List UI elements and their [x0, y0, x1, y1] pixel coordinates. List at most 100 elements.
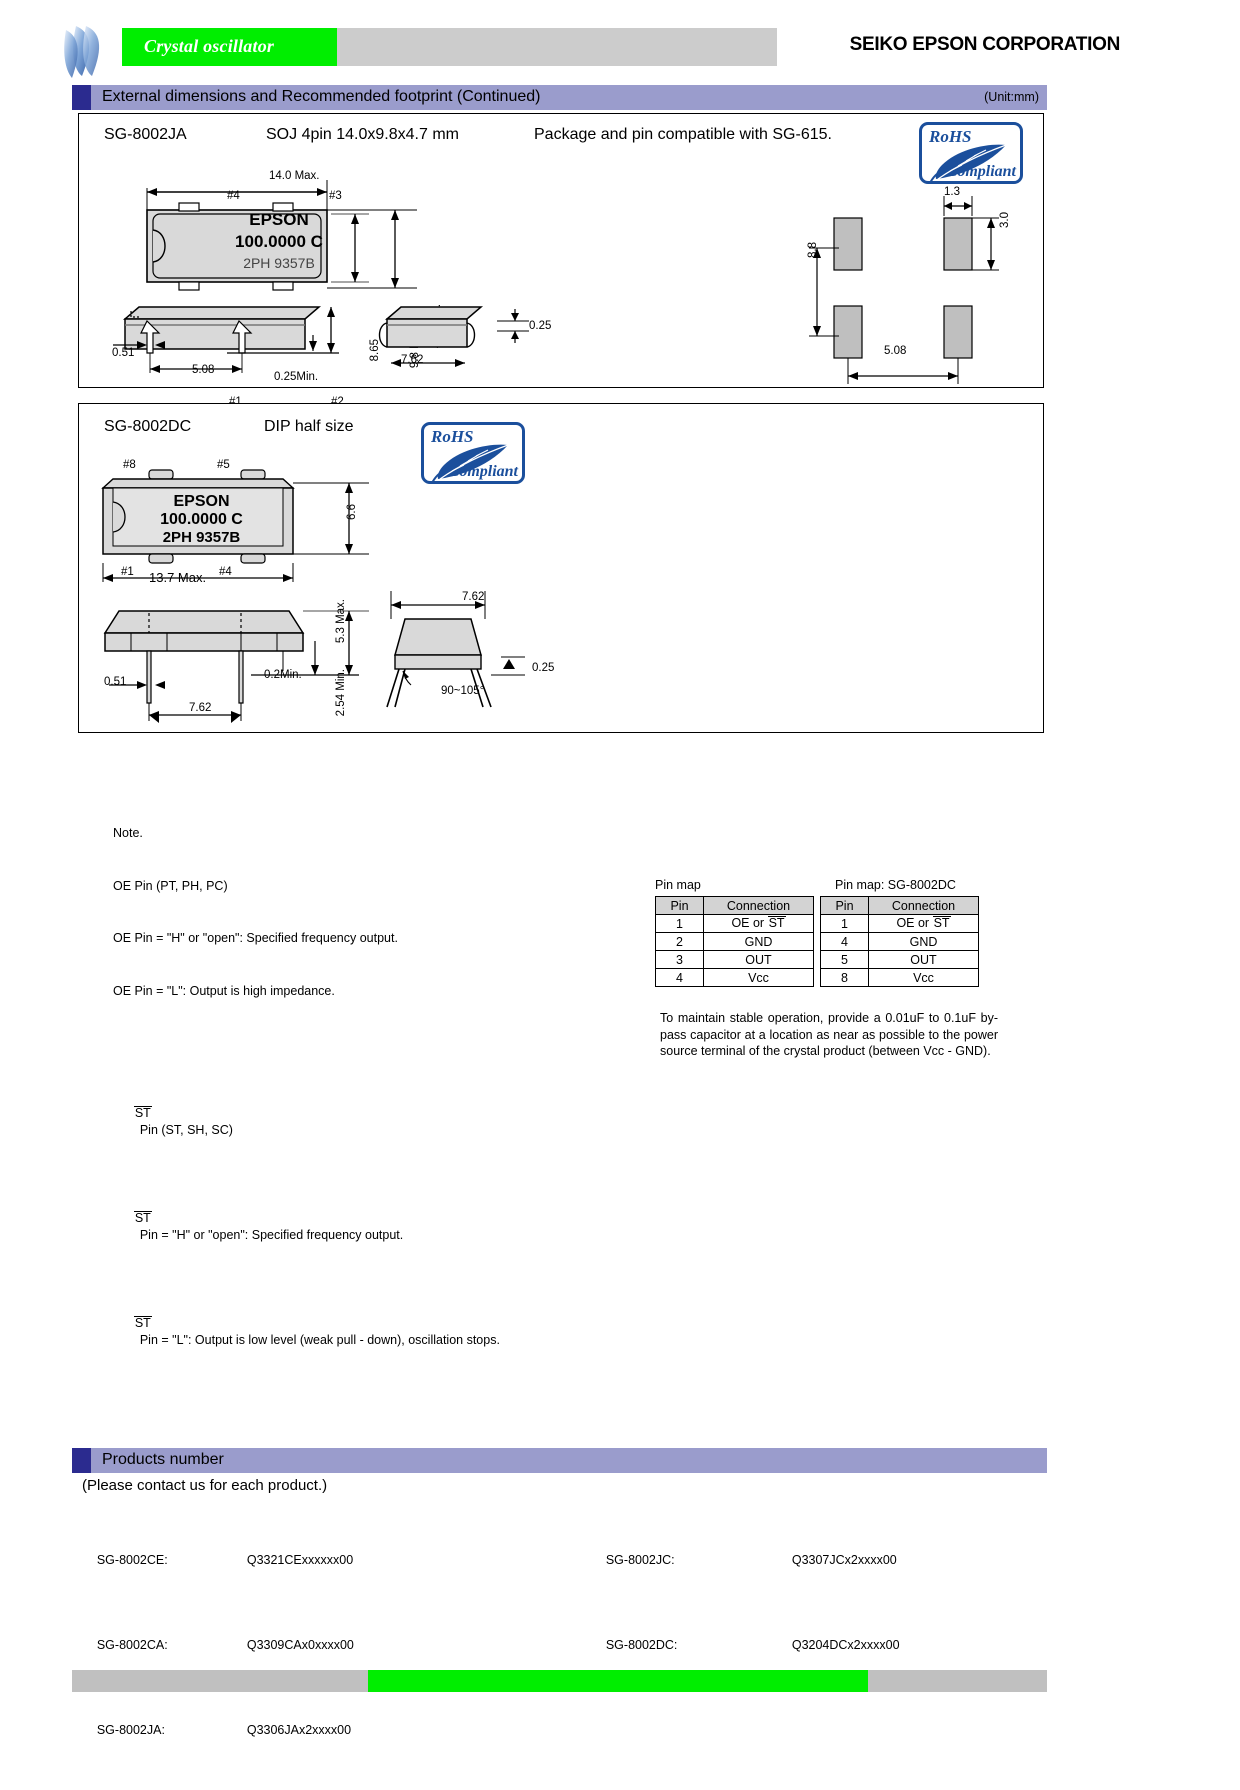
note-line-0: OE Pin (PT, PH, PC) — [113, 878, 228, 893]
list-item: SG-8002JC: Q3307JCx2xxxx00 — [585, 1535, 900, 1586]
fig1-part-number: SG-8002JA — [104, 126, 187, 143]
section-bar-products: Products number — [72, 1448, 1047, 1473]
pinmap2-r2-pin: 5 — [820, 950, 869, 969]
fig2-code: 2PH 9357B — [162, 529, 241, 546]
fig2-frequency: 100.0000 C — [160, 511, 243, 528]
product-code-2: Q3306JAx2xxxx00 — [246, 1723, 352, 1737]
fig2-package-desc: DIP half size — [264, 418, 354, 435]
table-row: 3 OUT — [655, 950, 814, 969]
pinmap1-r1-conn: GND — [703, 932, 814, 951]
pinmap2-r0-conn-ovl: ST — [932, 916, 951, 931]
fig2-front-view — [103, 610, 369, 723]
fig1-dim-side-width: 7.62 — [401, 354, 424, 366]
section-bar-marker — [72, 85, 91, 110]
product-name-r0: SG-8002JC: — [605, 1553, 675, 1567]
st-note-row-1: ST Pin = "H" or "open": Specified freque… — [113, 1192, 500, 1262]
fig2-dim-height-max: 5.3 Max. — [335, 599, 347, 644]
product-name-2: SG-8002JA: — [96, 1723, 165, 1737]
fig1-fp-pad-width: 1.3 — [944, 186, 960, 198]
pinmap2-r2-conn: OUT — [868, 950, 979, 969]
fig2-part-number: SG-8002DC — [104, 418, 192, 435]
section-title: External dimensions and Recommended foot… — [102, 88, 541, 105]
footer-green-bar — [368, 1670, 868, 1692]
list-item: SG-8002CE: Q3321CExxxxxx00 — [76, 1535, 354, 1586]
table-row: 1 OE or ST — [655, 914, 814, 933]
note-line-1: OE Pin = "H" or "open": Specified freque… — [113, 931, 398, 945]
pinmap2-r1-pin: 4 — [820, 932, 869, 951]
st-overline-label-1: ST — [133, 1210, 152, 1225]
pinmap2-header-pin: Pin — [820, 896, 869, 915]
products-title: Products number — [102, 1451, 224, 1468]
rohs-leaf-icon-2 — [431, 444, 509, 481]
pinmap1-caption: Pin map — [655, 878, 701, 892]
rohs-leaf-icon — [929, 144, 1007, 181]
st-note-text-1: Pin = "H" or "open": Specified frequency… — [139, 1228, 404, 1242]
page-header: Crystal oscillator SEIKO EPSON CORPORATI… — [60, 26, 1121, 78]
table-row: 4 Vcc — [655, 968, 814, 987]
list-item: SG-8002CA: Q3309CAx0xxxx00 — [76, 1620, 354, 1671]
fig1-front-view — [113, 306, 339, 373]
fig1-dim-lead-width: 0.51 — [112, 347, 135, 359]
fig2-dim-height66: 6.6 — [346, 504, 358, 520]
fig1-pin3-label: #3 — [329, 190, 342, 202]
rohs-top-label-2: RoHS — [431, 427, 474, 446]
crystal-oscillator-badge: Crystal oscillator — [122, 28, 337, 66]
company-name: SEIKO EPSON CORPORATION — [849, 34, 1121, 55]
note-title: Note. — [113, 826, 143, 840]
pinmap2-table: Pin Connection 1 OE or ST 4 GND 5 OUT 8 … — [820, 896, 979, 987]
pinmap1-r2-conn: OUT — [703, 950, 814, 969]
table-row: 1 OE or ST — [820, 914, 979, 933]
bypass-capacitor-note: To maintain stable operation, provide a … — [660, 1011, 998, 1058]
st-note-row-2: ST Pin = "L": Output is low level (weak … — [113, 1297, 500, 1367]
fig1-fp-pad-pitch: 5.08 — [884, 345, 907, 357]
fig1-code: 2PH 9357B — [243, 255, 315, 271]
fig1-side-view — [378, 306, 529, 367]
pinmap1-r0-conn-pre: OE or — [731, 916, 768, 931]
table-row: 2 GND — [655, 932, 814, 951]
product-code-0: Q3321CExxxxxx00 — [246, 1553, 354, 1567]
fig1-compat-note: Package and pin compatible with SG-615. — [534, 126, 832, 143]
fig1-frequency: 100.0000 C — [235, 232, 323, 251]
product-name-0: SG-8002CE: — [96, 1553, 168, 1567]
pinmap2-r0-conn: OE or ST — [868, 914, 979, 933]
product-code-r0: Q3307JCx2xxxx00 — [791, 1553, 897, 1567]
crystal-oscillator-label: Crystal oscillator — [144, 36, 275, 56]
products-right-list: SG-8002JC: Q3307JCx2xxxx00 SG-8002DC:Q320… — [585, 1501, 900, 1705]
list-item: SG-8002DC:Q3204DCx2xxxx00 — [585, 1620, 900, 1671]
pinmap1-r2-pin: 3 — [655, 950, 704, 969]
table-row: 4 GND — [820, 932, 979, 951]
pinmap1-r1-pin: 2 — [655, 932, 704, 951]
pinmap1-r3-pin: 4 — [655, 968, 704, 987]
st-note-text-0: Pin (ST, SH, SC) — [139, 1123, 233, 1137]
table-header-row: Pin Connection — [655, 896, 814, 915]
epson-swoosh-logo-icon — [60, 24, 108, 78]
fig1-fp-pad-gap: 8.8 — [807, 242, 819, 258]
fig2-top-view — [101, 469, 369, 582]
products-left-list: SG-8002CE: Q3321CExxxxxx00 SG-8002CA: Q330… — [76, 1501, 354, 1790]
fig2-dim-top-width: 7.62 — [462, 591, 485, 603]
products-subtitle: (Please contact us for each product.) — [82, 1477, 328, 1494]
figure-sg8002dc: SG-8002DC DIP half size RoHS Compliant — [78, 403, 1044, 733]
fig2-brand: EPSON — [173, 493, 230, 510]
pinmap2-header-connection: Connection — [868, 896, 979, 915]
fig2-pin4-label: #4 — [219, 566, 232, 578]
fig2-dim-standoff: 0.2Min. — [264, 669, 302, 681]
fig2-side-view — [386, 591, 525, 708]
fig2-dim-seat-min: 2.54 Min. — [335, 669, 347, 717]
fig1-marking: EPSON 100.0000 C 2PH 9357B — [199, 210, 359, 271]
product-name-1: SG-8002CA: — [96, 1638, 168, 1652]
fig1-dim-length: 14.0 Max. — [269, 170, 320, 182]
rohs-badge-fig2: RoHS Compliant — [421, 422, 525, 484]
fig1-dim-standoff: 0.25Min. — [274, 371, 319, 383]
table-row: 5 OUT — [820, 950, 979, 969]
pinmap2-r3-pin: 8 — [820, 968, 869, 987]
list-item: SG-8002JA: Q3306JAx2xxxx00 — [76, 1705, 354, 1756]
pinmap1-r0-pin: 1 — [655, 914, 704, 933]
st-overline-label-0: ST — [133, 1105, 152, 1120]
pinmap1-table: Pin Connection 1 OE or ST 2 GND 3 OUT 4 … — [655, 896, 814, 987]
note-spacer — [113, 1035, 500, 1052]
product-code-1: Q3309CAx0xxxx00 — [246, 1638, 354, 1652]
products-bar-marker — [72, 1448, 91, 1473]
fig2-dim-length: 13.7 Max. — [149, 570, 207, 585]
fig1-brand: EPSON — [249, 210, 309, 229]
